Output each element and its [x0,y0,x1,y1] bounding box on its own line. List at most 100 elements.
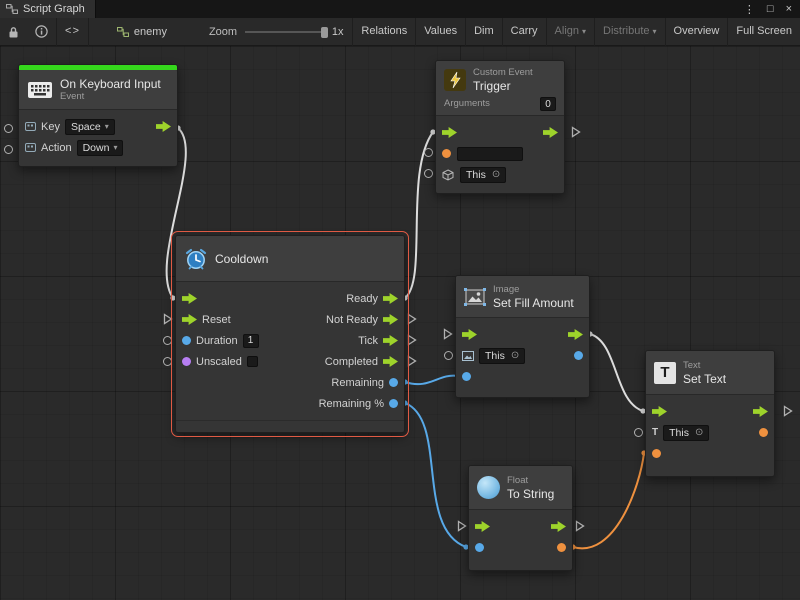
node-trigger-custom-event[interactable]: Custom Event Trigger Arguments 0 [435,60,565,194]
values-button[interactable]: Values [415,18,465,46]
relations-button[interactable]: Relations [352,18,415,46]
zoom-slider-handle[interactable] [321,27,328,38]
port-marker-circle[interactable] [4,145,13,154]
port-marker-circle[interactable] [634,428,643,437]
key-dropdown[interactable]: Space▾ [65,119,115,135]
node-title: Set Fill Amount [493,296,574,310]
node-category: Image [493,284,574,296]
flow-in-port[interactable] [182,293,197,304]
port-marker-triangle[interactable] [571,126,581,138]
node-category: Text [683,360,726,372]
node-title: On Keyboard Input [60,77,161,91]
zoom-label: Zoom [209,26,237,38]
flow-out-port[interactable] [551,521,566,532]
port-label-key: Key [41,121,60,133]
port-marker-triangle[interactable] [407,355,417,367]
unscaled-checkbox[interactable] [247,356,258,367]
string-port[interactable] [442,149,451,158]
tab-script-graph[interactable]: Script Graph [0,0,96,18]
overview-button[interactable]: Overview [665,18,728,46]
this-target-dropdown[interactable]: This ⊙ [479,348,525,364]
window-menu-icon[interactable]: ⋮ [744,3,755,16]
arguments-field[interactable]: 0 [540,97,556,111]
flow-out-port-not-ready[interactable] [383,314,398,325]
window-close-icon[interactable]: × [786,3,792,15]
graph-toolbar: <> enemy Zoom 1x Relations Values Dim Ca… [0,18,800,46]
carry-button[interactable]: Carry [502,18,546,46]
port-marker-triangle[interactable] [407,334,417,346]
port-marker-triangle[interactable] [575,520,585,532]
float-in-port[interactable] [462,372,471,381]
zoom-slider[interactable] [245,25,324,39]
node-text-set-text[interactable]: T Text Set Text T This ⊙ [645,350,775,477]
text-mini-icon: T [652,427,658,438]
string-in-port[interactable] [652,449,661,458]
info-icon[interactable] [27,18,56,46]
port-marker-triangle[interactable] [443,328,453,340]
float-port-remaining[interactable] [389,378,398,387]
port-marker-circle[interactable] [163,357,172,366]
lightning-icon [444,69,466,91]
action-dropdown[interactable]: Down▾ [77,140,124,156]
flow-in-port[interactable] [652,406,667,417]
port-marker-circle[interactable] [4,124,13,133]
node-subtitle: Event [60,91,161,103]
this-target-dropdown[interactable]: This ⊙ [460,167,506,183]
node-image-set-fill-amount[interactable]: Image Set Fill Amount This ⊙ [455,275,590,398]
alarm-clock-icon [184,247,208,271]
lock-icon[interactable] [0,18,27,46]
flow-out-port-completed[interactable] [383,356,398,367]
code-icon[interactable]: <> [57,18,88,46]
window-maximize-icon[interactable]: □ [767,3,774,15]
port-marker-circle[interactable] [424,148,433,157]
port-marker-triangle[interactable] [163,313,173,325]
flow-out-port-tick[interactable] [383,335,398,346]
float-port[interactable] [574,351,583,360]
float-port-duration[interactable] [182,336,191,345]
script-graph-icon [6,3,18,15]
string-port[interactable] [759,428,768,437]
node-float-to-string[interactable]: Float To String [468,465,573,571]
float-in-port[interactable] [475,543,484,552]
node-on-keyboard-input[interactable]: On Keyboard Input Event Key Space▾ Actio… [18,64,178,167]
flow-in-port-reset[interactable] [182,314,197,325]
flow-in-port[interactable] [475,521,490,532]
bool-port-unscaled[interactable] [182,357,191,366]
port-marker-circle[interactable] [424,169,433,178]
float-icon [477,476,500,499]
this-target-dropdown[interactable]: This ⊙ [663,425,709,441]
port-marker-circle[interactable] [163,336,172,345]
port-label-remaining-pct: Remaining % [319,398,384,410]
dim-button[interactable]: Dim [465,18,502,46]
port-marker-circle[interactable] [444,351,453,360]
wire-float-to-text [573,453,644,548]
arguments-label: Arguments [444,98,490,110]
fullscreen-button[interactable]: Full Screen [727,18,800,46]
chevron-down-icon: ▾ [653,27,657,36]
port-label-ready: Ready [346,293,378,305]
chevron-down-icon: ▾ [113,143,117,152]
image-mini-icon [462,351,474,361]
port-label-duration: Duration [196,335,238,347]
distribute-button[interactable]: Distribute▾ [594,18,664,46]
flow-out-port[interactable] [568,329,583,340]
keyboard-icon [27,81,53,99]
float-port-remaining-pct[interactable] [389,399,398,408]
node-category: Custom Event [473,67,533,79]
flow-out-port[interactable] [753,406,768,417]
flow-in-port[interactable] [442,127,457,138]
graph-name: enemy [134,26,167,38]
port-marker-triangle[interactable] [407,313,417,325]
align-button[interactable]: Align▾ [546,18,594,46]
graph-canvas[interactable]: On Keyboard Input Event Key Space▾ Actio… [0,46,800,600]
duration-field[interactable]: 1 [243,334,259,348]
event-name-input[interactable] [457,147,523,161]
string-out-port[interactable] [557,543,566,552]
port-marker-triangle[interactable] [783,405,793,417]
flow-out-port-ready[interactable] [383,293,398,304]
flow-out-port[interactable] [543,127,558,138]
flow-in-port[interactable] [462,329,477,340]
node-cooldown[interactable]: Cooldown Ready Reset Not Ready Duration … [175,235,405,433]
port-marker-triangle[interactable] [457,520,467,532]
flow-out-port[interactable] [156,121,171,132]
